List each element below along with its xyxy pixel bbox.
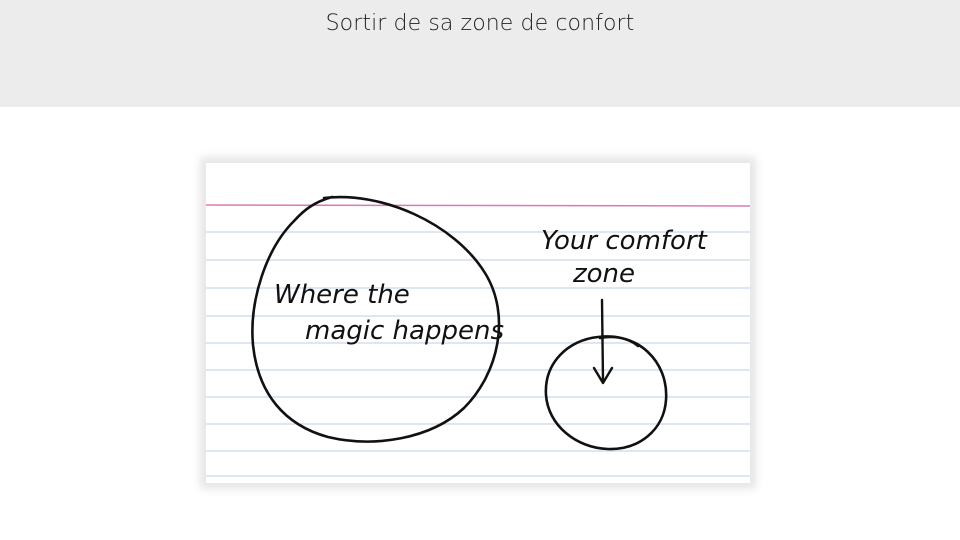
header-band: Sortir de sa zone de confort	[0, 0, 960, 107]
index-card-drawing: Where the magic happens Your comfort zon…	[206, 195, 750, 477]
arrow-down-icon	[592, 298, 614, 385]
comfort-zone-line-1: Your comfort	[541, 226, 708, 256]
slide-title: Sortir de sa zone de confort	[325, 11, 635, 36]
margin-line	[206, 204, 750, 207]
comfort-zone-label: Your comfort zone	[541, 226, 708, 289]
comfort-zone-line-2: zone	[572, 259, 635, 289]
big-circle-line-1: Where the	[274, 280, 410, 310]
index-card-image: Where the magic happens Your comfort zon…	[206, 163, 750, 483]
big-circle-line-2: magic happens	[305, 316, 504, 346]
ruled-lines	[206, 231, 750, 477]
big-circle-text: Where the magic happens	[274, 280, 504, 346]
small-circle	[544, 335, 668, 451]
big-circle	[251, 195, 501, 443]
